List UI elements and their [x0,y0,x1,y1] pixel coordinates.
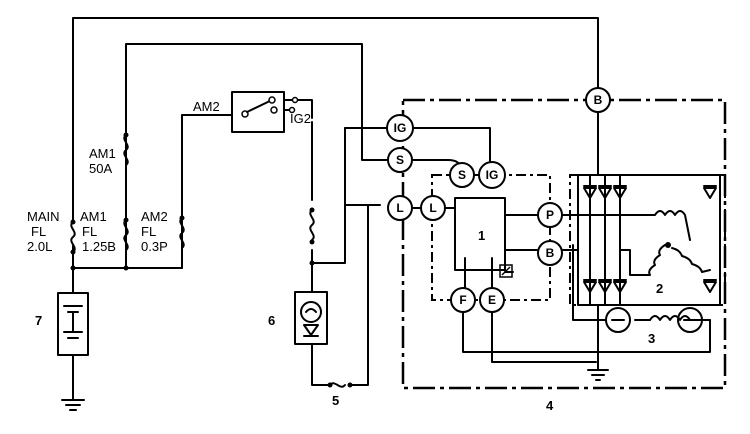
terminal-s-connector: S [387,147,413,173]
label-component-4: 4 [546,398,554,413]
label-am2-fl: FL [141,224,156,239]
terminal-l-regulator: L [420,195,446,221]
alternator-housing [401,98,727,390]
label-main-rating: 2.0L [27,239,52,254]
fuse-am1 [123,217,129,251]
label-main: MAIN [27,209,60,224]
svg-text:IG: IG [486,168,499,182]
battery [57,292,89,356]
zener-icon [499,264,513,278]
fuse-main [70,219,76,255]
svg-text:P: P [546,208,554,222]
fuse-5 [327,382,353,388]
stator-coils [619,210,711,276]
svg-text:L: L [429,201,436,215]
terminal-s-regulator: S [449,162,475,188]
svg-text:L: L [396,201,403,215]
label-ig2: IG2 [290,111,311,126]
terminal-ig-regulator: IG [478,161,506,189]
terminal-ig-connector: IG [386,114,414,142]
label-am2-rating: 0.3P [141,239,168,254]
ground-icon [61,399,85,411]
terminal-b-regulator: B [537,240,563,266]
label-main-fl: FL [31,224,46,239]
svg-text:S: S [396,153,404,167]
label-am1-top: AM1 [89,146,116,161]
label-component-3: 3 [648,331,655,346]
svg-text:E: E [488,293,496,307]
label-am1-fl: FL [82,224,97,239]
fuse-lamp [309,207,315,245]
ignition-switch [231,91,299,133]
label-component-1: 1 [478,228,485,243]
alternator-ground-icon [587,369,609,381]
label-am2: AM2 [141,209,168,224]
svg-text:B: B [594,93,603,107]
svg-text:F: F [459,293,466,307]
terminal-p: P [537,202,563,228]
fuse-am1-50a [123,132,129,166]
label-component-7: 7 [35,313,42,328]
rectifier-housing [569,174,726,306]
label-50a: 50A [89,161,112,176]
rectifier-diodes [583,185,717,293]
label-am1: AM1 [80,209,107,224]
label-am1-rating: 1.25B [82,239,116,254]
label-component-2: 2 [656,281,663,296]
charge-lamp [294,291,328,345]
svg-text:S: S [458,168,466,182]
terminal-l-connector: L [387,195,413,221]
svg-text:B: B [546,246,555,260]
terminal-f: F [450,287,476,313]
svg-text:IG: IG [394,121,407,135]
regulator-ic [454,197,506,271]
terminal-e: E [479,287,505,313]
label-component-6: 6 [268,313,275,328]
label-am2-switch: AM2 [193,99,220,114]
terminal-b-top: B [585,87,611,113]
fuse-am2 [179,215,185,249]
rotor-coil [605,307,703,333]
label-component-5: 5 [332,393,339,408]
